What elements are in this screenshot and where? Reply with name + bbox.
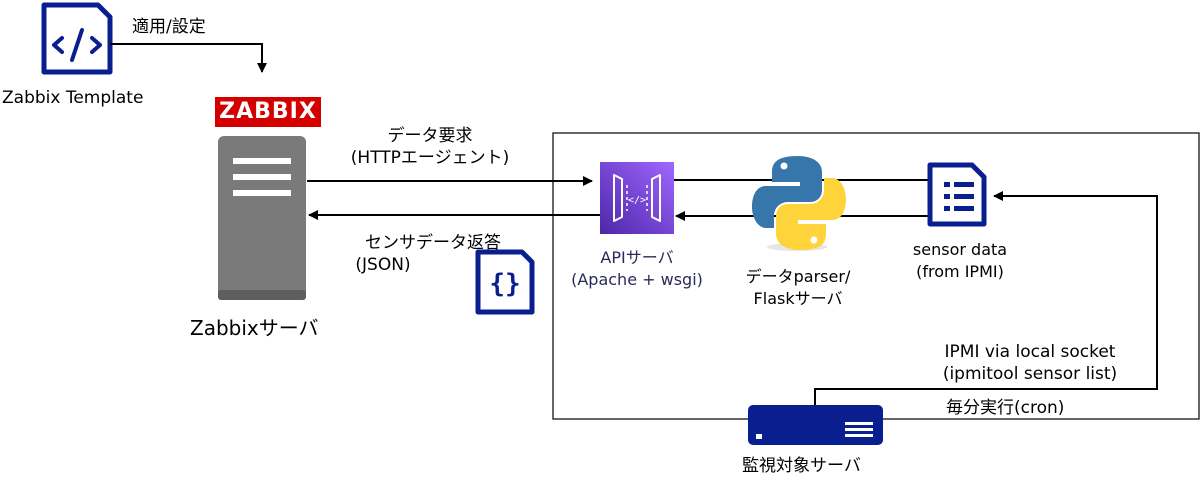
response-label-line2: (JSON) [355,255,411,275]
ipmi-label-line2: (ipmitool sensor list) [942,364,1118,384]
sensor-data-label-line1: sensor data [912,240,1008,259]
monitored-server-icon [748,405,883,445]
template-label: Zabbix Template [2,88,144,108]
python-logo-icon [752,156,846,251]
ipmi-label: IPMI via local socket (ipmitool sensor l… [910,341,1150,385]
api-gateway-icon: </> [600,162,674,234]
parser-label: データparser/ Flaskサーバ [718,266,878,310]
monitored-server-label: 監視対象サーバ [742,456,861,476]
zabbix-server-icon [218,136,306,300]
ipmi-label-line1: IPMI via local socket [944,342,1116,362]
sensor-data-document-icon [927,162,987,227]
request-label-line2: (HTTPエージェント) [350,148,510,168]
api-server-label-line1: APIサーバ [600,248,674,267]
apply-config-label: 適用/設定 [132,17,206,37]
svg-text:</>: </> [628,195,646,206]
sensor-data-label-line2: (from IPMI) [916,262,1004,281]
api-server-label: APIサーバ (Apache + wsgi) [553,247,721,291]
template-file-icon [41,2,113,75]
cron-label: 毎分実行(cron) [946,398,1065,418]
json-file-icon: {} [475,249,535,315]
svg-text:{}: {} [489,269,520,299]
zabbix-server-label: Zabbixサーバ [190,316,319,340]
parser-label-line2: Flaskサーバ [753,289,843,308]
request-label: データ要求 (HTTPエージェント) [330,125,530,169]
response-label: センサデータ返答 (JSON) [338,232,528,276]
sensor-data-label: sensor data (from IPMI) [885,239,1035,283]
request-label-line1: データ要求 [387,126,473,146]
response-label-line1: センサデータ返答 [365,233,501,253]
ipmi-collection-arrow [814,191,1158,405]
api-server-label-line2: (Apache + wsgi) [571,270,703,289]
zabbix-logo: ZABBIX [215,97,321,127]
apply-config-arrow [110,43,267,73]
parser-label-line1: データparser/ [745,267,851,286]
